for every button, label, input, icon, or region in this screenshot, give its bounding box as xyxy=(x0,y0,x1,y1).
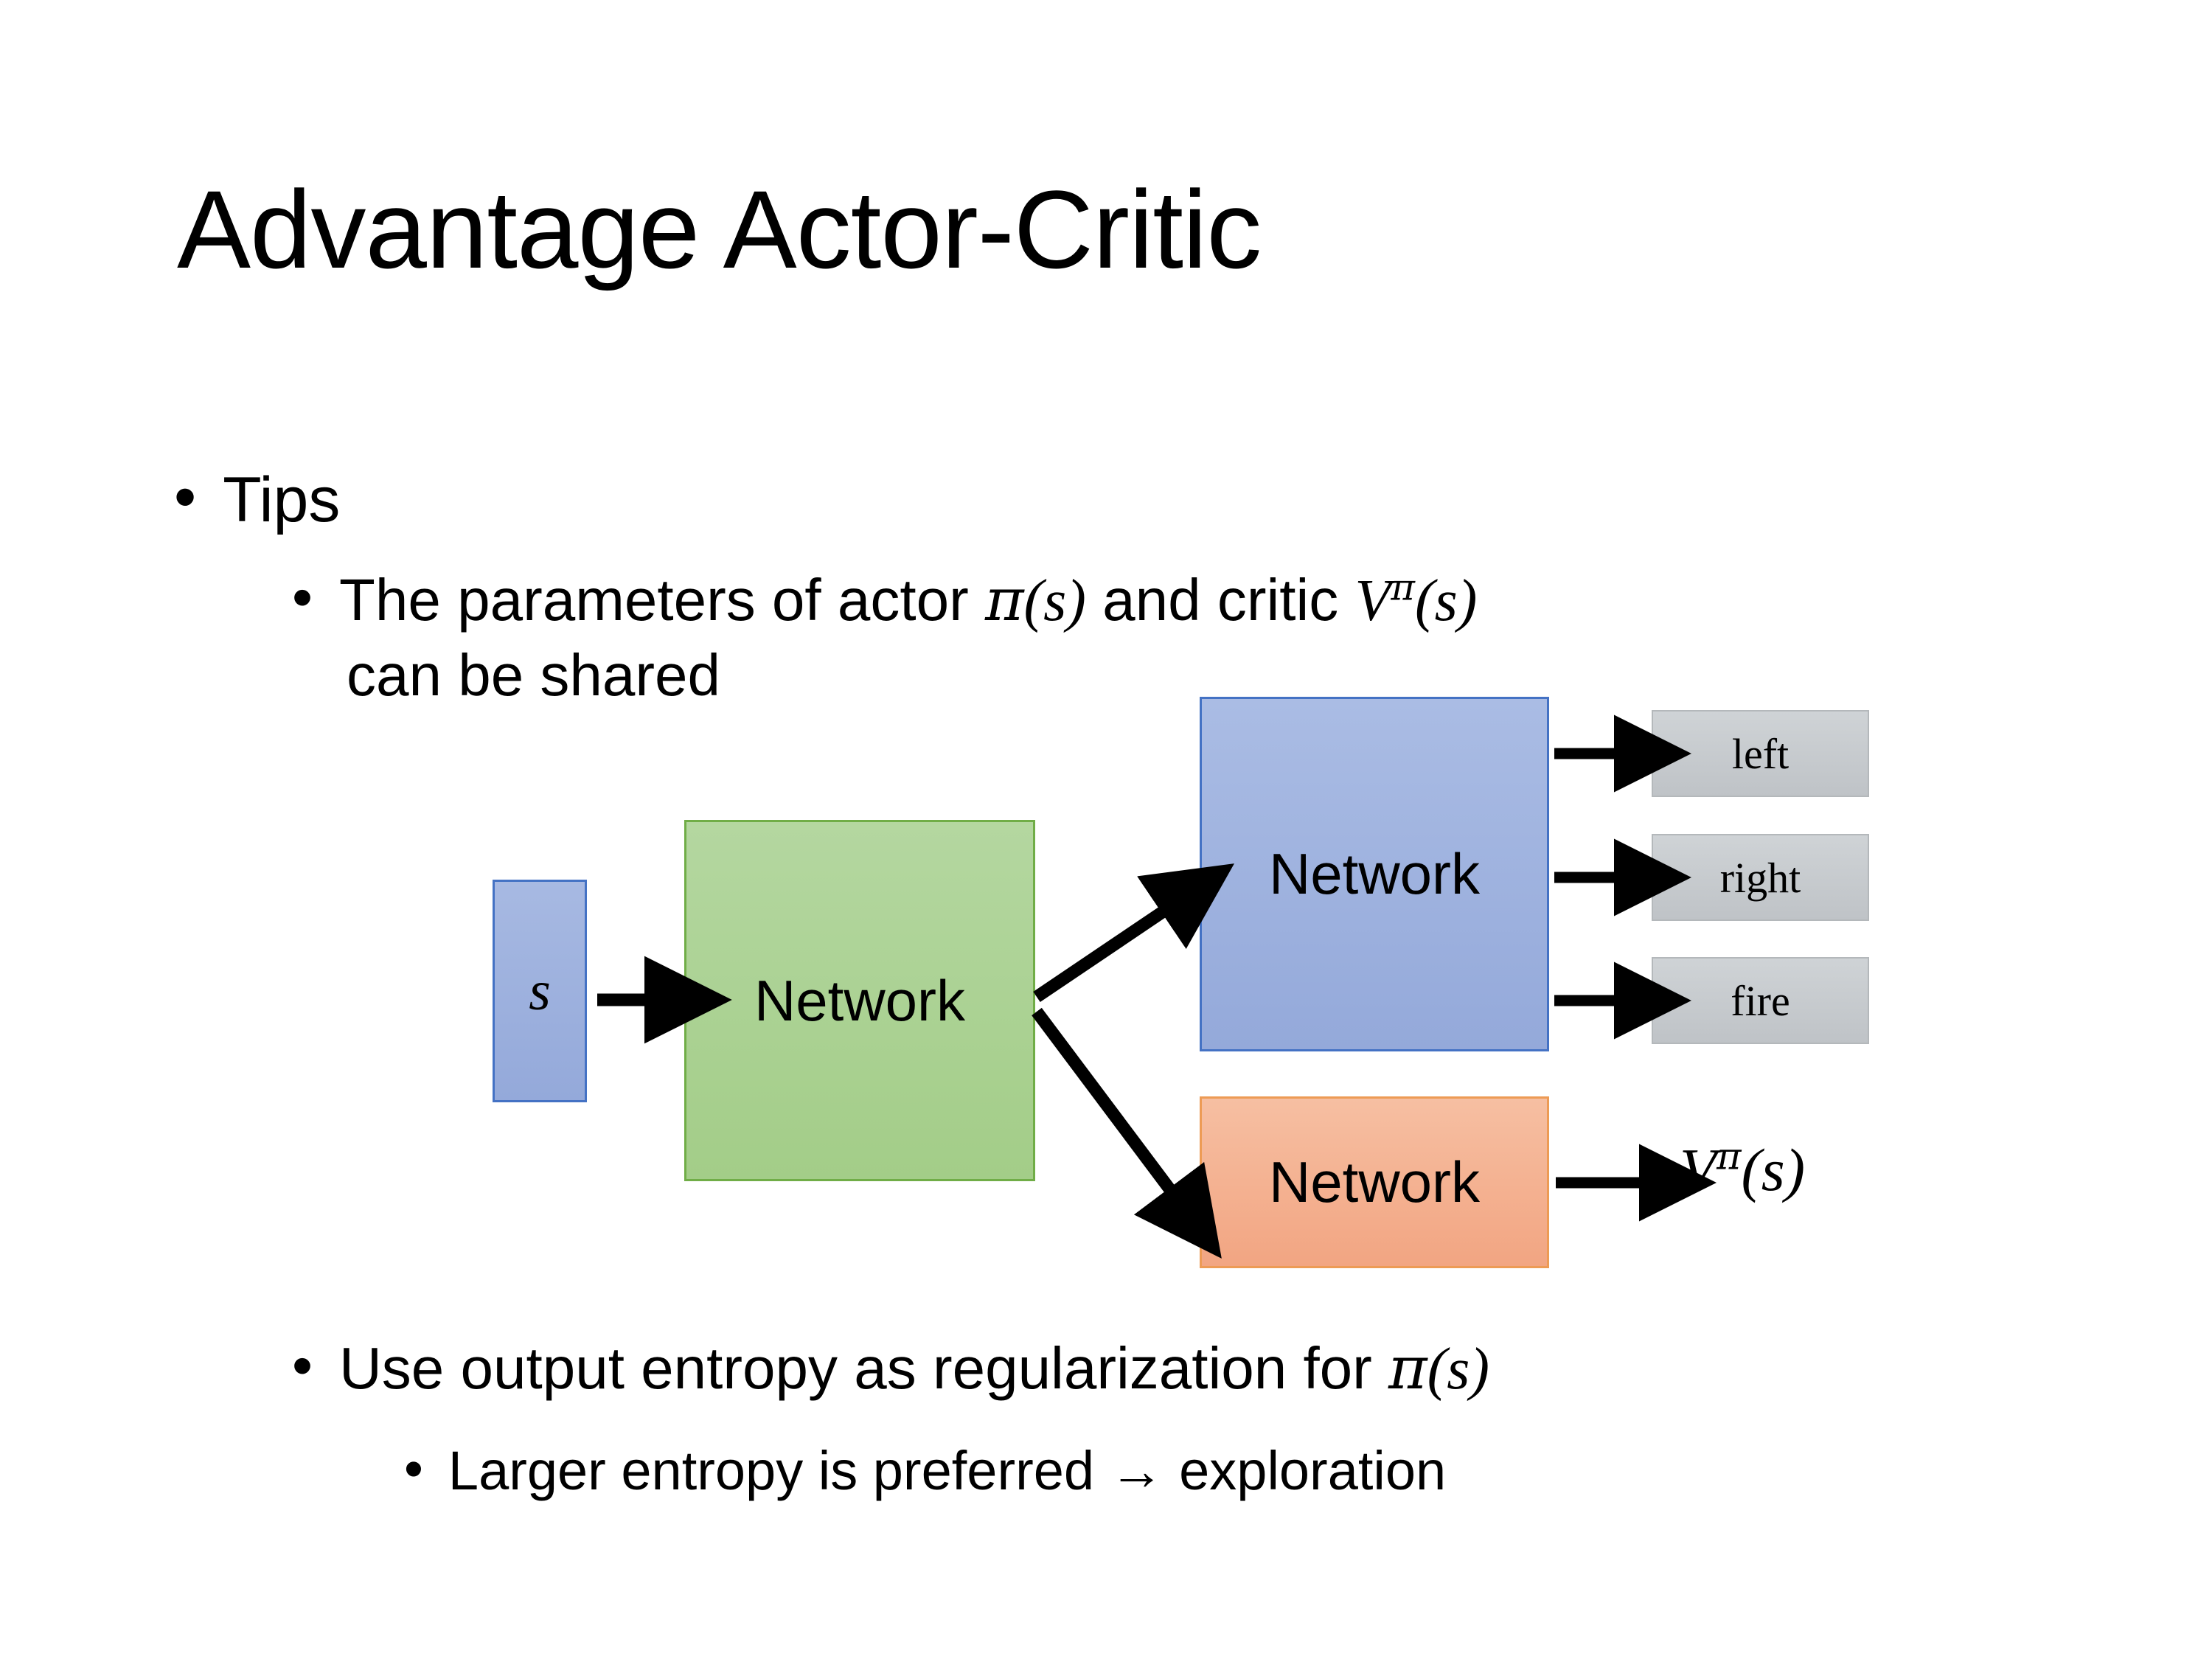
math-pi-symbol: π xyxy=(1388,1334,1427,1402)
text-use-output-entropy: Use output entropy as regularization for xyxy=(339,1335,1389,1401)
bullet-output-entropy-label: Use output entropy as regularization for… xyxy=(339,1334,1490,1402)
math-v-superscript-pi: π xyxy=(1717,1134,1742,1178)
action-label-right: right xyxy=(1719,853,1801,902)
math-pi-arg: (s) xyxy=(1023,568,1086,633)
value-function-output-label: Vπ(s) xyxy=(1680,1135,1805,1205)
math-v-superscript-pi: π xyxy=(1391,566,1416,609)
bullet-shared-parameters-line1: The parameters of actor π(s) and critic … xyxy=(339,566,1478,634)
text-and-critic: and critic xyxy=(1085,567,1355,633)
bullet-dot-icon xyxy=(292,563,313,632)
action-box-left: left xyxy=(1652,710,1869,797)
bullet-larger-entropy-label: Larger entropy is preferred → exploratio… xyxy=(448,1440,1447,1501)
math-pi-arg: (s) xyxy=(1427,1337,1490,1402)
critic-network-box: Network xyxy=(1200,1096,1549,1268)
math-v-arg: (s) xyxy=(1741,1136,1806,1203)
shared-network-label: Network xyxy=(754,967,966,1033)
input-state-box: s xyxy=(493,880,587,1102)
math-v-symbol: V xyxy=(1354,568,1391,633)
action-box-right: right xyxy=(1652,834,1869,921)
bullet-dot-icon xyxy=(404,1437,423,1500)
action-label-left: left xyxy=(1731,729,1790,778)
math-v-symbol: V xyxy=(1680,1136,1717,1203)
actor-network-box: Network xyxy=(1200,697,1549,1051)
critic-network-label: Network xyxy=(1268,1150,1481,1214)
page-title: Advantage Actor-Critic xyxy=(177,167,1262,291)
text-parameters-of-actor: The parameters of actor xyxy=(339,567,985,633)
bullet-shared-parameters: The parameters of actor π(s) and critic … xyxy=(292,566,2003,710)
actor-network-label: Network xyxy=(1268,841,1481,906)
bullet-output-entropy: Use output entropy as regularization for… xyxy=(292,1332,1490,1407)
bullet-dot-icon xyxy=(174,462,196,532)
bullet-larger-entropy: Larger entropy is preferred → exploratio… xyxy=(404,1439,1446,1506)
bullet-dot-icon xyxy=(292,1332,313,1400)
action-box-fire: fire xyxy=(1652,957,1869,1044)
arrow-shared-to-critic xyxy=(1032,1007,1222,1259)
action-label-fire: fire xyxy=(1731,976,1790,1025)
shared-network-box: Network xyxy=(684,820,1035,1181)
arrow-shared-to-actor xyxy=(1033,863,1235,1003)
math-pi-symbol: π xyxy=(984,566,1024,634)
bullet-tips: Tips xyxy=(174,465,340,540)
math-v-arg: (s) xyxy=(1415,568,1478,633)
bullet-tips-label: Tips xyxy=(223,465,341,535)
input-state-label: s xyxy=(529,959,551,1022)
bullet-shared-parameters-line2: can be shared xyxy=(347,642,721,709)
